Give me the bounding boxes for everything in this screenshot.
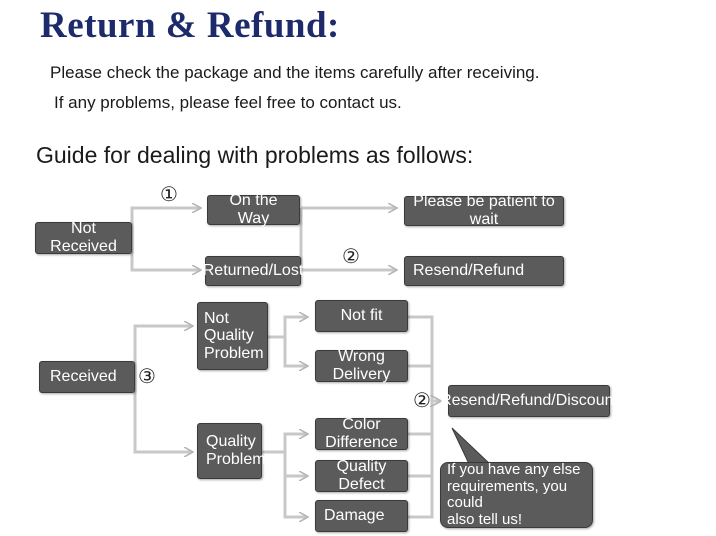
note-line-1: If you have any else [447, 461, 581, 478]
quality-line-2: Problem [206, 451, 266, 468]
resend-refund-box: Resend/Refund [404, 256, 564, 286]
note-bubble: If you have any else requirements, you c… [440, 461, 593, 528]
color-difference-box: Color Difference [315, 416, 408, 451]
intro-line-1: Please check the package and the items c… [50, 63, 540, 82]
not-quality-line-2: Quality [204, 327, 254, 345]
page-title: Return & Refund: [40, 5, 340, 46]
marker-two-top: ② [342, 246, 360, 268]
not-quality-problem-box: Not Quality Problem [197, 302, 268, 370]
patient-wait-box: Please be patient to wait [404, 193, 564, 228]
marker-three: ③ [138, 366, 156, 388]
returned-lost-box: Returned/Lost [203, 256, 303, 286]
quality-line-1: Quality [206, 433, 256, 451]
wrong-delivery-box: Wrong Delivery [315, 348, 408, 383]
quality-problem-box: Quality Problem [197, 423, 266, 479]
damage-box: Damage [315, 500, 408, 532]
resend-refund-discount-box: Resend/Refund/Discount [440, 385, 618, 417]
marker-two-bottom: ② [413, 390, 431, 412]
marker-one: ① [160, 184, 178, 206]
guide-heading: Guide for dealing with problems as follo… [36, 142, 474, 168]
not-quality-line-3: Problem [204, 344, 264, 362]
note-line-3: also tell us! [447, 510, 523, 528]
not-fit-box: Not fit [315, 300, 408, 332]
note-line-2: requirements, you could [447, 477, 568, 511]
not-quality-line-1: Not [204, 309, 229, 327]
quality-defect-box: Quality Defect [315, 458, 408, 493]
intro-line-2: If any problems, please feel free to con… [54, 93, 402, 112]
received-box: Received [39, 361, 135, 393]
on-the-way-box: On the Way [207, 192, 300, 227]
not-received-box: Not Received [35, 220, 132, 255]
